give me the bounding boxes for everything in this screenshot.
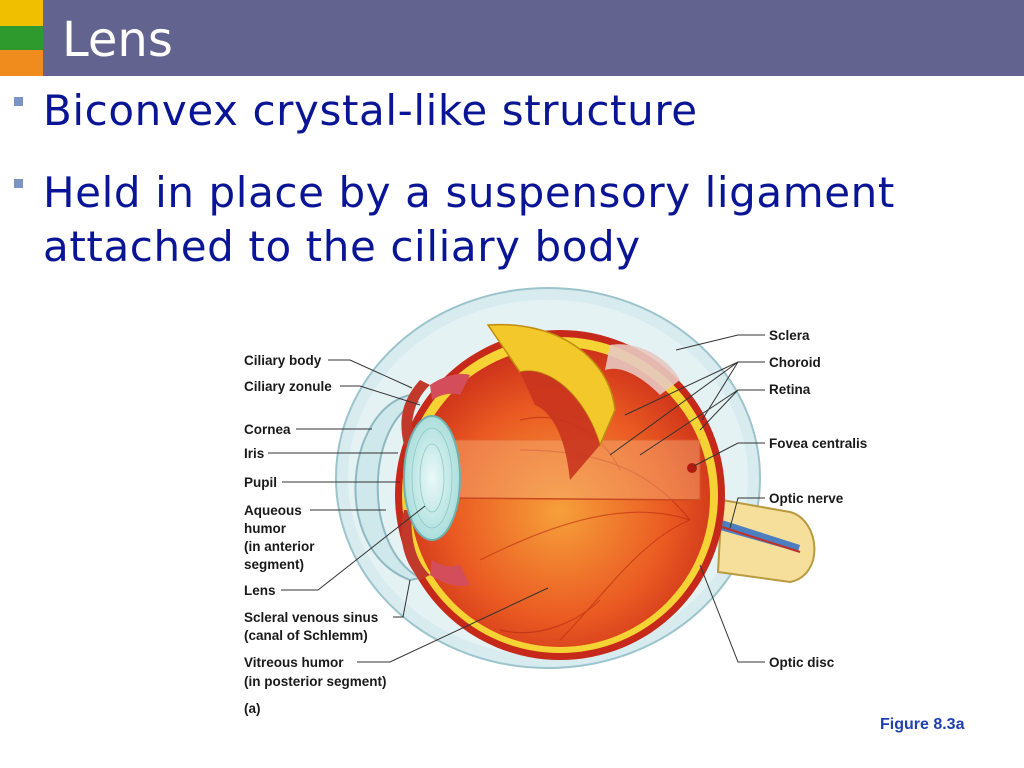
- label-pupil: Pupil: [244, 475, 277, 490]
- vessel-lines: [479, 416, 691, 641]
- accent-square-orange: [0, 50, 43, 76]
- label-choroid: Choroid: [769, 355, 821, 370]
- panel-label: (a): [244, 701, 261, 716]
- label-lens: Lens: [244, 583, 276, 598]
- label-aqueous-4: segment): [244, 557, 304, 572]
- label-aqueous-1: Aqueous: [244, 503, 302, 518]
- bullet-square-icon: [14, 97, 23, 106]
- bullet-text: Biconvex crystal-like structure: [43, 86, 698, 135]
- label-ciliary-body: Ciliary body: [244, 353, 322, 368]
- label-ciliary-zonule: Ciliary zonule: [244, 379, 332, 394]
- figure-caption: Figure 8.3a: [880, 716, 965, 733]
- label-optic-disc: Optic disc: [769, 655, 835, 670]
- slide-title: Lens: [62, 12, 173, 68]
- label-canal-of-schlemm: (canal of Schlemm): [244, 628, 368, 643]
- choroid-flap: [520, 370, 600, 480]
- leader-lines: [268, 334, 765, 663]
- accent-square-yellow: [0, 0, 43, 26]
- labels-right: Sclera Choroid Retina Fovea centralis Op…: [769, 328, 867, 670]
- optic-nerve-shape: [716, 498, 816, 584]
- labels-left: Ciliary body Ciliary zonule Cornea Iris …: [244, 353, 387, 716]
- label-posterior-segment: (in posterior segment): [244, 674, 387, 689]
- bullet-text: Held in place by a suspensory ligament a…: [43, 168, 895, 271]
- sclera-flap: [605, 344, 680, 395]
- label-retina: Retina: [769, 382, 811, 397]
- label-aqueous-3: (in anterior: [244, 539, 315, 554]
- label-optic-nerve: Optic nerve: [769, 491, 844, 506]
- eye-anatomy-figure: Ciliary body Ciliary zonule Cornea Iris …: [244, 287, 867, 716]
- label-scleral-venous-sinus: Scleral venous sinus: [244, 610, 378, 625]
- label-sclera: Sclera: [769, 328, 810, 343]
- fovea-mark: [687, 463, 697, 473]
- iris-ciliary: [401, 373, 470, 587]
- label-cornea: Cornea: [244, 422, 291, 437]
- title-bar: Lens: [0, 0, 1024, 76]
- lens-shape: [403, 415, 461, 541]
- label-aqueous-2: humor: [244, 521, 287, 536]
- lens-rings: [411, 427, 453, 529]
- label-vitreous-humor: Vitreous humor: [244, 655, 344, 670]
- vitreous-body: [410, 347, 710, 647]
- label-iris: Iris: [244, 446, 264, 461]
- bullet-square-icon: [14, 179, 23, 188]
- accent-square-green: [0, 26, 43, 50]
- label-fovea-centralis: Fovea centralis: [769, 436, 867, 451]
